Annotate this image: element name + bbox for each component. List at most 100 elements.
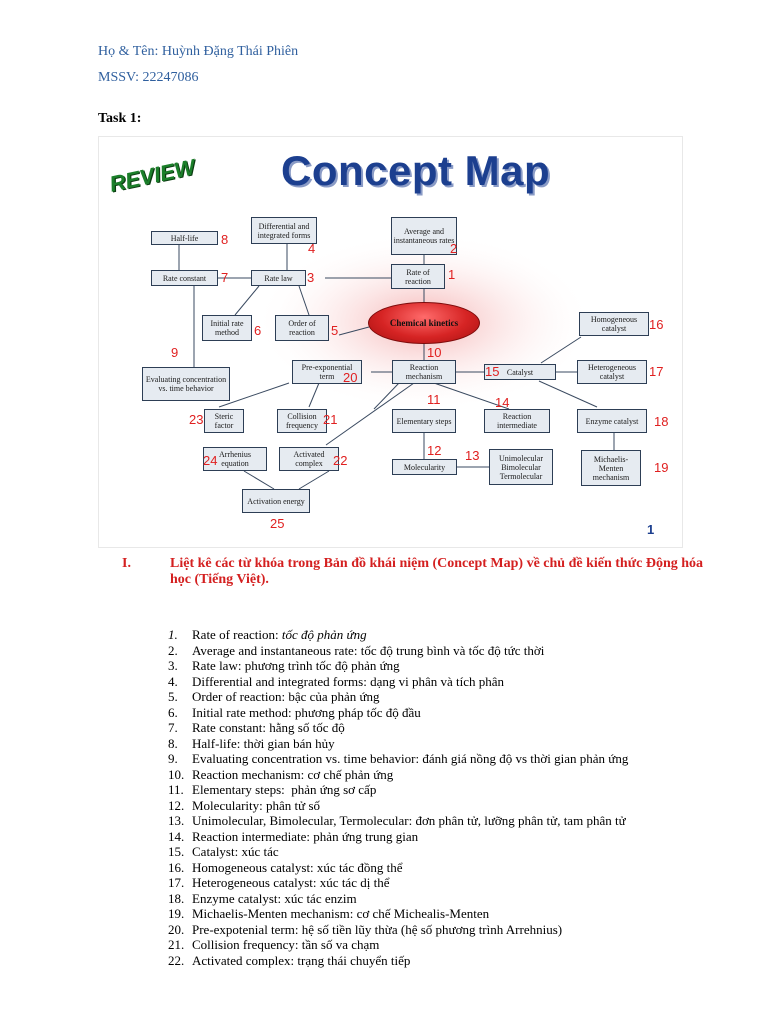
keyword-item: 8.Half-life: thời gian bán hủy <box>168 736 628 752</box>
node-steric-factor: Steric factor <box>204 409 244 433</box>
keyword-number: 15. <box>168 844 192 860</box>
keyword-vietnamese: xúc tác đồng thể <box>317 860 403 875</box>
keyword-number: 1. <box>168 627 192 643</box>
node-number: 14 <box>495 396 509 409</box>
keyword-vietnamese: đơn phân tử, lưỡng phân tử, tam phân tử <box>415 813 625 828</box>
concept-map-title: Concept Map <box>281 147 550 195</box>
keyword-english: Catalyst: <box>192 844 241 859</box>
keyword-english: Molecularity: <box>192 798 266 813</box>
keyword-number: 4. <box>168 674 192 690</box>
node-half-life: Half-life <box>151 231 218 245</box>
keyword-vietnamese: tốc độ phản ứng <box>282 627 367 642</box>
keyword-english: Enzyme catalyst: <box>192 891 284 906</box>
keyword-item: 14.Reaction intermediate: phản ứng trung… <box>168 829 628 845</box>
keyword-number: 7. <box>168 720 192 736</box>
node-number: 19 <box>654 461 668 474</box>
node-molecularity: Molecularity <box>392 459 457 475</box>
keyword-vietnamese: cơ chế phản ứng <box>308 767 394 782</box>
central-node-chemical-kinetics: Chemical kinetics <box>368 302 480 344</box>
node-number: 13 <box>465 449 479 462</box>
node-number: 1 <box>448 268 455 281</box>
keyword-english: Evaluating concentration vs. time behavi… <box>192 751 422 766</box>
keyword-item: 18.Enzyme catalyst: xúc tác enzim <box>168 891 628 907</box>
node-activation-energy: Activation energy <box>242 489 310 513</box>
keyword-vietnamese: xúc tác <box>241 844 278 859</box>
node-average-rates: Average and instantaneous rates <box>391 217 457 255</box>
keyword-item: 4.Differential and integrated forms: dạn… <box>168 674 628 690</box>
node-number: 11 <box>427 393 441 406</box>
keyword-vietnamese: trạng thái chuyển tiếp <box>297 953 410 968</box>
figure-page-marker: 1 <box>647 522 654 537</box>
keyword-english: Rate of reaction: <box>192 627 282 642</box>
keyword-english: Unimolecular, Bimolecular, Termolecular: <box>192 813 415 828</box>
keyword-number: 5. <box>168 689 192 705</box>
node-number: 9 <box>171 346 178 359</box>
keyword-english: Homogeneous catalyst: <box>192 860 317 875</box>
keyword-english: Michaelis-Menten mechanism: <box>192 906 357 921</box>
keyword-number: 9. <box>168 751 192 767</box>
section-heading-text: Liệt kê các từ khóa trong Bản đồ khái ni… <box>170 556 712 588</box>
keyword-english: Rate constant: <box>192 720 269 735</box>
node-number: 6 <box>254 324 261 337</box>
keyword-vietnamese: phân tử số <box>266 798 320 813</box>
node-activated-complex: Activated complex <box>279 447 339 471</box>
keyword-item: 19.Michaelis-Menten mechanism: cơ chế Mi… <box>168 906 628 922</box>
keyword-number: 3. <box>168 658 192 674</box>
keyword-item: 1.Rate of reaction: tốc độ phản ứng <box>168 627 628 643</box>
node-number: 25 <box>270 517 284 530</box>
node-number: 23 <box>189 413 203 426</box>
keyword-item: 11.Elementary steps: phản ứng sơ cấp <box>168 782 628 798</box>
keyword-english: Reaction intermediate: <box>192 829 313 844</box>
node-rate-law: Rate law <box>251 270 306 286</box>
keyword-item: 20.Pre-expotenial term: hệ số tiền lũy t… <box>168 922 628 938</box>
node-elementary-steps: Elementary steps <box>392 409 456 433</box>
keyword-number: 16. <box>168 860 192 876</box>
keyword-number: 21. <box>168 937 192 953</box>
keyword-number: 17. <box>168 875 192 891</box>
keyword-number: 20. <box>168 922 192 938</box>
node-number: 18 <box>654 415 668 428</box>
node-number: 20 <box>343 371 357 384</box>
keyword-number: 2. <box>168 643 192 659</box>
keyword-english: Half-life: <box>192 736 244 751</box>
keyword-number: 18. <box>168 891 192 907</box>
section-heading: I. Liệt kê các từ khóa trong Bản đồ khái… <box>122 556 712 588</box>
keyword-english: Initial rate method: <box>192 705 295 720</box>
task-label: Task 1: <box>98 111 141 127</box>
keyword-vietnamese: đánh giá nồng độ vs thời gian phản ứng <box>422 751 628 766</box>
section-number: I. <box>122 556 131 572</box>
keyword-item: 7.Rate constant: hằng số tốc độ <box>168 720 628 736</box>
keyword-english: Activated complex: <box>192 953 297 968</box>
keyword-item: 22.Activated complex: trạng thái chuyển … <box>168 953 628 969</box>
node-number: 5 <box>331 324 338 337</box>
keyword-vietnamese: phương trình tốc độ phản ứng <box>245 658 400 673</box>
keyword-number: 8. <box>168 736 192 752</box>
node-enzyme-catalyst: Enzyme catalyst <box>577 409 647 433</box>
node-number: 10 <box>427 346 441 359</box>
node-homogeneous-catalyst: Homogeneous catalyst <box>579 312 649 336</box>
node-number: 21 <box>323 413 337 426</box>
keyword-item: 5.Order of reaction: bậc của phản ứng <box>168 689 628 705</box>
node-number: 15 <box>485 365 499 378</box>
student-name: Họ & Tên: Huỳnh Đặng Thái Phiên <box>98 44 298 60</box>
student-id: MSSV: 22247086 <box>98 70 198 86</box>
keyword-vietnamese: hằng số tốc độ <box>269 720 344 735</box>
keyword-number: 13. <box>168 813 192 829</box>
node-number: 2 <box>450 242 457 255</box>
keyword-vietnamese: phản ứng trung gian <box>313 829 418 844</box>
node-evaluating-concentration: Evaluating concentration vs. time behavi… <box>142 367 230 401</box>
node-number: 7 <box>221 271 228 284</box>
node-number: 8 <box>221 233 228 246</box>
node-number: 12 <box>427 444 441 457</box>
keyword-item: 3.Rate law: phương trình tốc độ phản ứng <box>168 658 628 674</box>
keyword-english: Differential and integrated forms: <box>192 674 370 689</box>
keyword-vietnamese: cơ chế Michealis-Menten <box>357 906 490 921</box>
keyword-number: 14. <box>168 829 192 845</box>
keyword-english: Collision frequency: <box>192 937 302 952</box>
keyword-item: 9.Evaluating concentration vs. time beha… <box>168 751 628 767</box>
keyword-vietnamese: xúc tác enzim <box>284 891 356 906</box>
keyword-english: Heterogeneous catalyst: <box>192 875 320 890</box>
keyword-vietnamese: hệ số tiền lũy thừa (hệ số phương trình … <box>302 922 562 937</box>
keyword-vietnamese: thời gian bán hủy <box>244 736 335 751</box>
